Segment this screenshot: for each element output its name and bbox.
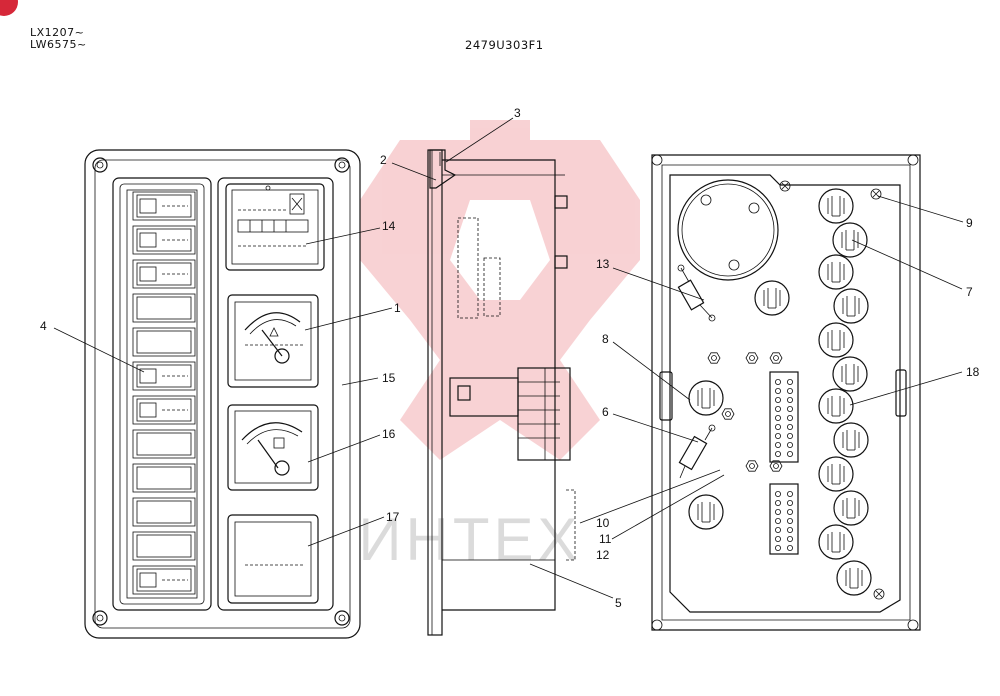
- indicator-lamp: [132, 191, 196, 221]
- bulb-socket: [832, 222, 868, 258]
- callout-10: 10: [596, 516, 610, 530]
- gauge-column: [217, 177, 334, 611]
- callout-8: 8: [602, 332, 609, 346]
- bulb-sockets: [688, 188, 872, 596]
- terminal-strip-lower: [769, 483, 799, 555]
- hex-nuts: [707, 352, 783, 472]
- bulb-socket: [832, 356, 868, 392]
- indicator-lamp: [132, 395, 196, 425]
- rear-panel: [651, 154, 921, 631]
- hourmeter: [225, 183, 325, 271]
- fuel-gauge: [227, 404, 319, 491]
- callout-18: 18: [966, 365, 980, 379]
- indicator-lamp: [132, 429, 196, 459]
- indicator-lamp: [132, 225, 196, 255]
- bulb-socket: [833, 422, 869, 458]
- bulb-socket: [818, 188, 854, 224]
- model-code-2: LW6575~: [30, 38, 87, 51]
- blank-gauge-window: [227, 514, 319, 604]
- callout-12: 12: [596, 548, 610, 562]
- indicator-lamp: [132, 259, 196, 289]
- hex-nut: [769, 460, 783, 472]
- bulb-socket: [833, 490, 869, 526]
- resistor-upper: [677, 264, 716, 322]
- callout-17: 17: [386, 510, 400, 524]
- callout-3: 3: [514, 106, 521, 120]
- indicator-lamp: [132, 463, 196, 493]
- callout-6: 6: [602, 405, 609, 419]
- callout-14: 14: [382, 219, 396, 233]
- callout-16: 16: [382, 427, 396, 441]
- side-view: [427, 149, 576, 636]
- indicator-lamp: [132, 497, 196, 527]
- callout-1: 1: [394, 301, 401, 315]
- terminal-strip-upper: [769, 371, 799, 463]
- bulb-socket: [818, 322, 854, 358]
- callout-11: 11: [599, 532, 612, 546]
- indicator-column: [112, 177, 212, 611]
- indicator-lamp: [132, 327, 196, 357]
- callout-2: 2: [380, 153, 387, 167]
- callout-15: 15: [382, 371, 396, 385]
- resistor-lower: [678, 424, 716, 479]
- indicator-lamp: [132, 531, 196, 561]
- indicator-lamps: [132, 191, 196, 595]
- hex-nut: [721, 408, 735, 420]
- bulb-socket: [688, 494, 724, 530]
- temperature-gauge: [227, 294, 319, 388]
- leader-lines: [53, 117, 964, 599]
- drawing-number: 2479U303F1: [465, 38, 544, 52]
- model-codes: LX1207~ LW6575~: [30, 27, 87, 51]
- model-code-1: LX1207~: [30, 26, 85, 39]
- bulb-socket: [833, 288, 869, 324]
- callout-7: 7: [966, 285, 973, 299]
- indicator-lamp: [132, 361, 196, 391]
- callout-13: 13: [596, 257, 610, 271]
- callout-5: 5: [615, 596, 622, 610]
- callout-4: 4: [40, 319, 47, 333]
- bulb-socket: [836, 560, 872, 596]
- bulb-socket: [754, 280, 790, 316]
- indicator-lamp: [132, 565, 196, 595]
- bulb-socket: [818, 524, 854, 560]
- bulb-socket: [688, 380, 724, 416]
- front-panel: [84, 149, 361, 639]
- hex-nut: [745, 352, 759, 364]
- bulb-socket: [818, 456, 854, 492]
- hex-nut: [707, 352, 721, 364]
- hex-nut: [745, 460, 759, 472]
- bulb-socket: [818, 254, 854, 290]
- bulb-socket: [818, 388, 854, 424]
- watermark-text: ИНТЕХ: [358, 506, 581, 573]
- indicator-lamp: [132, 293, 196, 323]
- corner-mark: [0, 0, 18, 16]
- hex-nut: [769, 352, 783, 364]
- callout-9: 9: [966, 216, 973, 230]
- callout-labels: 1 2 3 4 5 6 7 8 9 10 11 12 13 14 15 16 1…: [40, 106, 980, 610]
